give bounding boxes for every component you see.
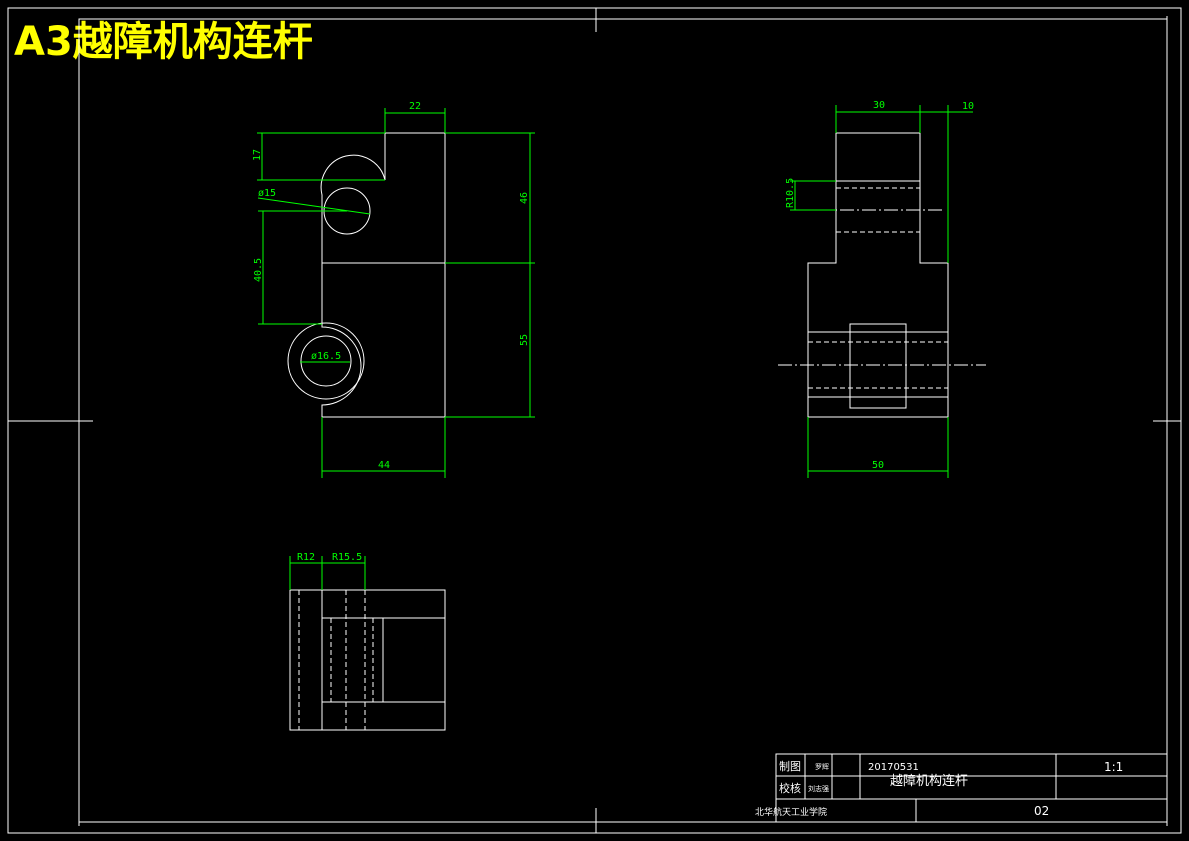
tb-row1-date: 20170531 bbox=[868, 762, 919, 773]
dim-17-label: 17 bbox=[252, 149, 263, 161]
tb-row2-label: 校核 bbox=[779, 781, 801, 795]
dim-d16-5-label: ø16.5 bbox=[311, 351, 341, 362]
side-view-bush bbox=[849, 323, 907, 409]
dim-55-label: 55 bbox=[519, 334, 530, 346]
dim-r12-label: R12 bbox=[297, 552, 315, 563]
front-view-outline bbox=[320, 132, 446, 418]
drawing-title: A3越障机构连杆 bbox=[14, 19, 313, 65]
title-block: 制图 罗辉 20170531 校核 刘志强 越障机构连杆 1:1 北华航天工业学… bbox=[755, 753, 1168, 823]
dim-44-label: 44 bbox=[378, 460, 390, 471]
outer-border bbox=[7, 7, 1182, 834]
leader-d15 bbox=[257, 197, 371, 215]
dim-r15-5-label: R15.5 bbox=[332, 552, 362, 563]
dim-22-label: 22 bbox=[409, 101, 421, 112]
large-boss-circle bbox=[287, 322, 365, 400]
tb-school: 北华航天工业学院 bbox=[755, 806, 827, 818]
corner-tick-tr bbox=[1159, 16, 1168, 24]
tb-row1-label: 制图 bbox=[779, 760, 801, 773]
side-view: 30 10 R10.5 50 bbox=[778, 100, 986, 478]
dim-r10-5-label: R10.5 bbox=[785, 178, 796, 208]
dim-d15-label: ø15 bbox=[258, 188, 276, 199]
tb-row1-name: 罗辉 bbox=[815, 763, 829, 771]
top-view: R12 R15.5 bbox=[289, 552, 446, 731]
front-view: 22 17 ø15 46 55 40.5 ø16.5 44 bbox=[252, 101, 535, 478]
dim-40-5-label: 40.5 bbox=[253, 258, 264, 282]
inner-frame bbox=[78, 18, 1168, 823]
dim-10-label: 10 bbox=[962, 101, 974, 112]
tb-part-name: 越障机构连杆 bbox=[890, 773, 968, 789]
tb-row2-name: 刘志强 bbox=[808, 784, 829, 793]
dim-46-label: 46 bbox=[519, 192, 530, 204]
tb-scale: 1:1 bbox=[1104, 760, 1123, 774]
dim-50-label: 50 bbox=[872, 460, 884, 471]
large-hole-circle bbox=[300, 335, 352, 387]
tb-drawing-no: 02 bbox=[1034, 804, 1049, 818]
dim-30-label: 30 bbox=[873, 100, 885, 111]
top-view-outline bbox=[289, 589, 446, 731]
side-view-outline bbox=[807, 132, 949, 418]
